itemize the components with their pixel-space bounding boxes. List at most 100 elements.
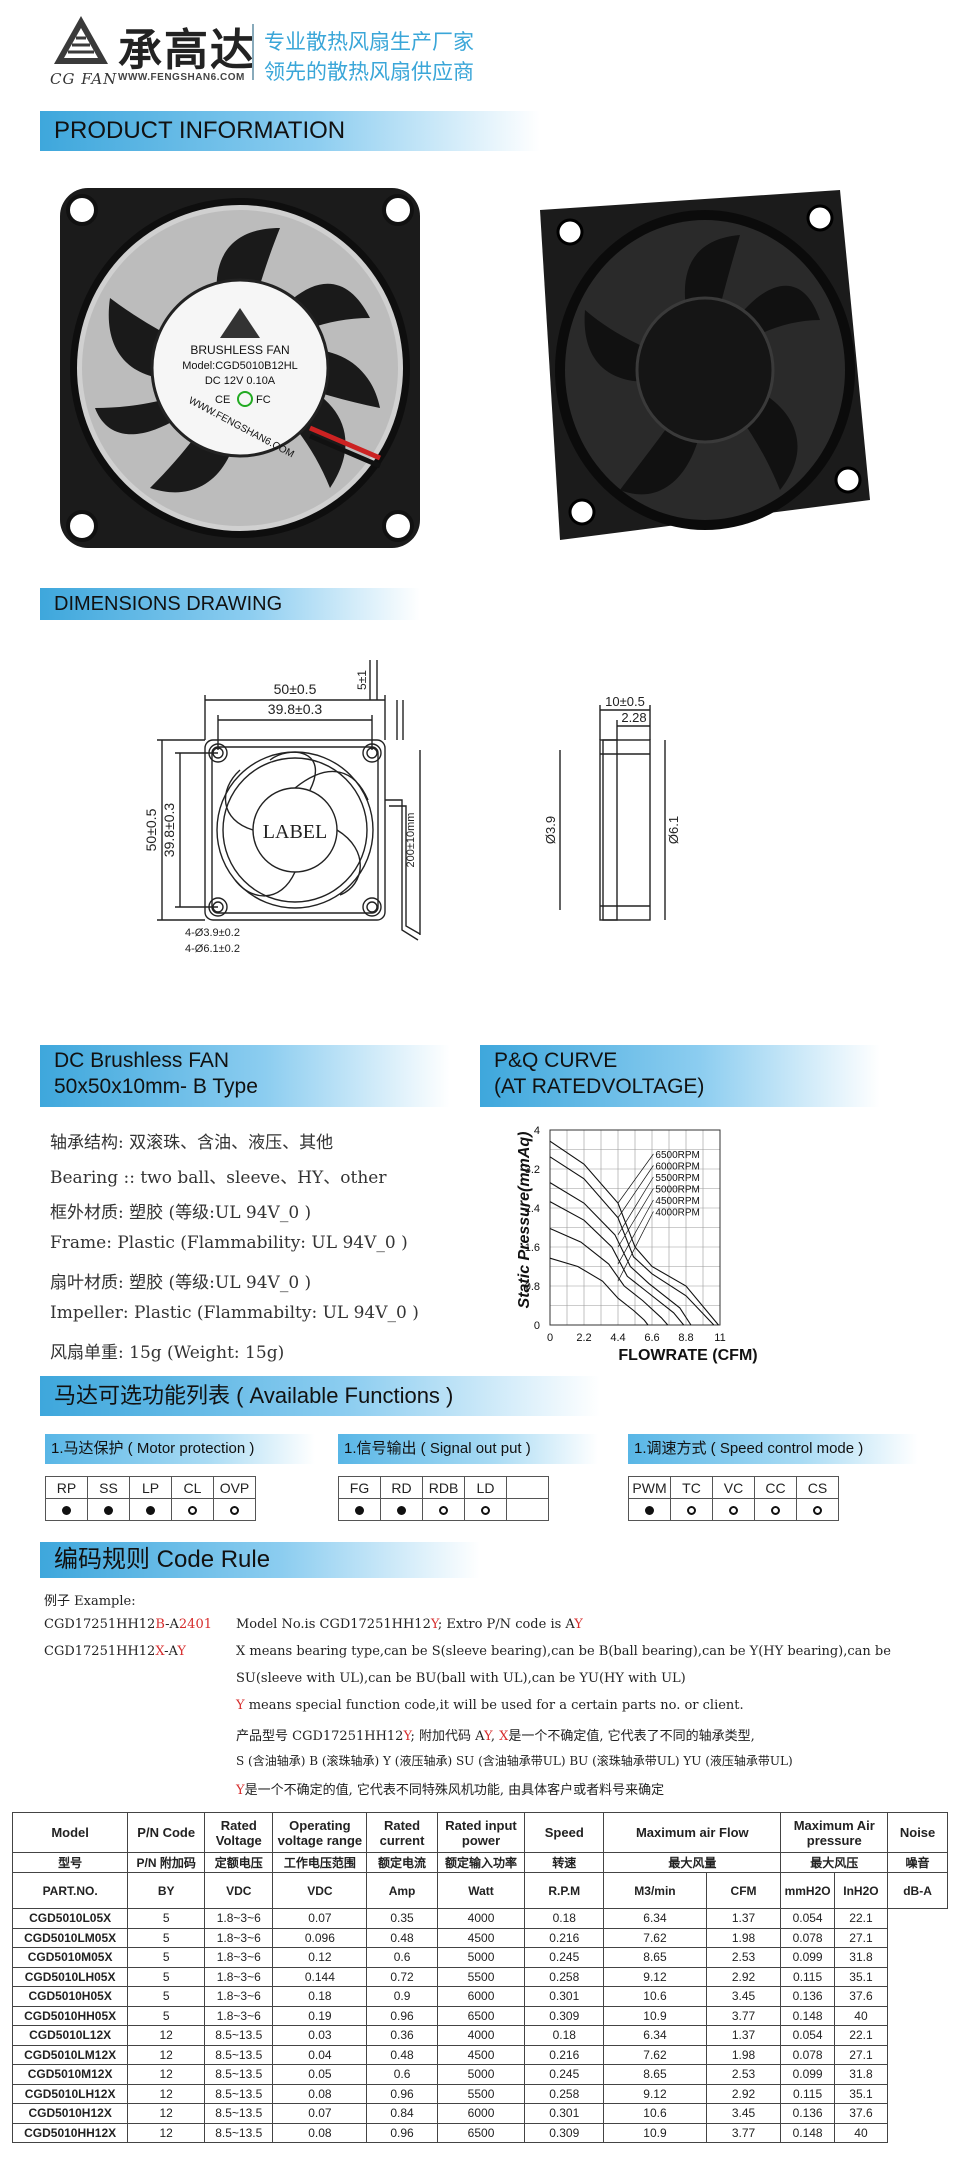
dc-fan-title-1: DC Brushless FAN <box>54 1049 230 1072</box>
table-cell: 8.5~13.5 <box>204 2103 274 2124</box>
table-cell: 2.92 <box>705 2083 782 2104</box>
spec-head: Rated input power <box>436 1812 526 1853</box>
table-cell: 1.8~3~6 <box>204 1986 274 2007</box>
header-divider <box>252 24 254 80</box>
spec-head-cn: 额定电流 <box>366 1852 438 1873</box>
table-cell: 8.65 <box>603 1947 707 1968</box>
table-cell: 27.1 <box>833 1927 889 1948</box>
optional-dot-icon <box>481 1505 490 1515</box>
table-cell: 5 <box>127 1966 206 1987</box>
table-cell: 8.5~13.5 <box>204 2044 274 2065</box>
dim-hole-large: 4-Ø6.1±0.2 <box>185 943 240 955</box>
motor-protection-title: 1.马达保护 ( Motor protection ) <box>45 1434 315 1464</box>
spec-head-cn: 噪音 <box>887 1852 948 1873</box>
spec-head-cn: P/N 附加码 <box>127 1852 206 1873</box>
supported-dot-icon <box>397 1505 406 1515</box>
code-variable: Y <box>177 1644 186 1659</box>
series-line <box>549 1201 685 1326</box>
spec-head: P/N Code <box>127 1812 206 1853</box>
y-tick-label: 0.8 <box>525 1281 540 1293</box>
func-col: CS <box>796 1476 839 1499</box>
dim-hole-small: 4-Ø3.9±0.2 <box>185 927 240 939</box>
leader-line <box>617 1199 654 1265</box>
table-cell: 0.099 <box>780 2064 835 2085</box>
func-mark-empty <box>506 1498 549 1521</box>
table-cell: 0.07 <box>272 2103 368 2124</box>
func-col: PWM <box>628 1476 671 1499</box>
series-label: 5500RPM <box>655 1173 699 1184</box>
table-cell: 40 <box>833 2122 889 2143</box>
table-cell: CGD5010LH12X <box>11 2083 129 2104</box>
table-cell: CGD5010L05X <box>11 1908 129 1929</box>
func-mark <box>464 1498 507 1521</box>
series-line <box>549 1182 692 1326</box>
dc-fan-title-2: 50x50x10mm- B Type <box>54 1075 258 1098</box>
table-cell: 0.096 <box>272 1927 368 1948</box>
code-variable: X <box>155 1644 165 1659</box>
table-cell: 0.078 <box>780 2044 835 2065</box>
table-cell: CGD5010L12X <box>11 2025 129 2046</box>
label-line-3: DC 12V 0.10A <box>205 375 276 387</box>
rohs-icon <box>237 391 253 407</box>
table-cell: CGD5010M05X <box>11 1947 129 1968</box>
dim-side-depth: 10±0.5 <box>605 694 645 709</box>
func-col: RDB <box>422 1476 465 1499</box>
func-mark <box>129 1498 172 1521</box>
table-cell: 35.1 <box>833 1966 889 1987</box>
table-cell: 0.136 <box>780 1986 835 2007</box>
signal-output-title: 1.信号输出 ( Signal out put ) <box>338 1434 598 1464</box>
func-mark <box>796 1498 839 1521</box>
code-variable: Y <box>430 1617 438 1632</box>
spec-unit: VDC <box>204 1872 274 1909</box>
table-cell: 0.309 <box>524 2122 605 2143</box>
table-cell: 5 <box>127 1947 206 1968</box>
dim-side-flange: 2.28 <box>621 710 646 725</box>
table-cell: 37.6 <box>833 1986 889 2007</box>
table-cell: 0.245 <box>524 2064 605 2085</box>
example-label: 例子 Example: <box>44 1594 136 1609</box>
table-cell: 0.148 <box>780 2005 835 2026</box>
spec-head-cn: 最大风压 <box>780 1852 889 1873</box>
table-cell: 22.1 <box>833 2025 889 2046</box>
func-mark <box>712 1498 755 1521</box>
supported-dot-icon <box>104 1505 113 1515</box>
table-cell: 10.6 <box>603 2103 707 2124</box>
table-cell: CGD5010LH05X <box>11 1966 129 1987</box>
code-x-line-1: X means bearing type,can be S(sleeve bea… <box>236 1644 891 1659</box>
table-cell: 35.1 <box>833 2083 889 2104</box>
y-tick-label: 3.2 <box>525 1164 540 1176</box>
table-cell: 1.98 <box>705 2044 782 2065</box>
supported-dot-icon <box>146 1505 155 1515</box>
material-line: Bearing :: two ball、sleeve、HY、other <box>50 1168 387 1188</box>
table-cell: 5 <box>127 1927 206 1948</box>
table-cell: 0.054 <box>780 2025 835 2046</box>
func-col: LP <box>129 1476 172 1499</box>
func-col <box>506 1476 549 1499</box>
dim-wire-strip: 5±1 <box>355 670 369 690</box>
optional-dot-icon <box>729 1505 738 1515</box>
func-mark <box>380 1498 423 1521</box>
table-cell: 5 <box>127 1908 206 1929</box>
optional-dot-icon <box>439 1505 448 1515</box>
table-cell: 8.65 <box>603 2064 707 2085</box>
table-cell: 0.04 <box>272 2044 368 2065</box>
series-label: 6000RPM <box>655 1162 699 1173</box>
optional-dot-icon <box>771 1505 780 1515</box>
dim-side-d1: Ø3.9 <box>543 816 558 844</box>
table-cell: CGD5010H05X <box>11 1986 129 2007</box>
table-cell: 12 <box>127 2044 206 2065</box>
table-cell: 6.34 <box>603 2025 707 2046</box>
code-variable: Y <box>483 1729 491 1744</box>
series-label: 5000RPM <box>655 1185 699 1196</box>
table-cell: 5 <box>127 2005 206 2026</box>
table-cell: 0.115 <box>780 1966 835 1987</box>
table-cell: 4500 <box>436 2044 526 2065</box>
code-cn-line-3: Y是一个不确定的值, 它代表不同特殊风机功能, 由具体客户或者料号来确定 <box>236 1779 664 1798</box>
func-col: FG <box>338 1476 381 1499</box>
y-tick-label: 4 <box>534 1125 540 1137</box>
spec-head-cn: 额定输入功率 <box>436 1852 526 1873</box>
